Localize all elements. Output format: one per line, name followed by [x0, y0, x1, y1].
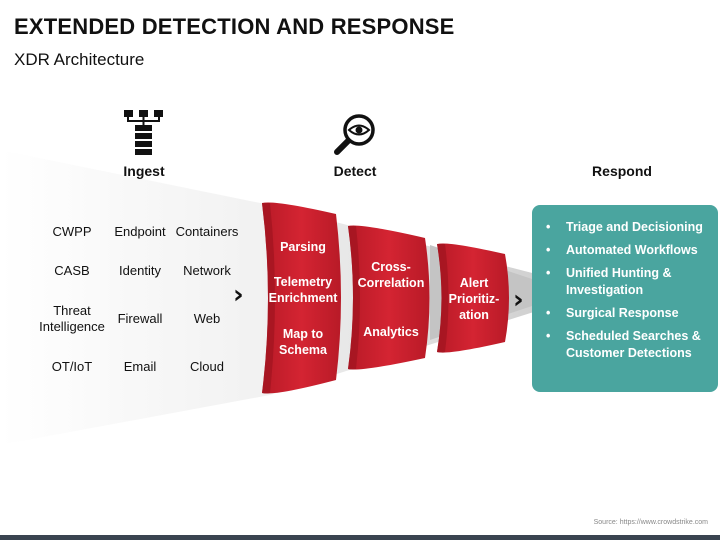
source-web: Web — [193, 311, 221, 326]
segment-telemetry-label: Telemetry Enrichment — [268, 275, 338, 305]
respond-item: •Surgical Response — [546, 306, 679, 320]
segment-prioritization-label: Alert Prioritiz-ation — [448, 276, 500, 322]
ingest-label: Ingest — [123, 163, 165, 179]
source-network: Network — [183, 263, 231, 278]
source-identity: Identity — [119, 263, 161, 278]
source-endpoint: Endpoint — [114, 224, 166, 239]
respond-panel: •Triage and Decisioning •Automated Workf… — [532, 205, 718, 392]
source-firewall: Firewall — [117, 311, 163, 326]
source-cwpp: CWPP — [52, 224, 92, 239]
page-subtitle: XDR Architecture — [14, 50, 145, 69]
source-casb: CASB — [54, 263, 90, 278]
segment-parsing-label: Parsing — [280, 240, 326, 254]
respond-item: •Triage and Decisioning — [546, 220, 703, 234]
source-ot-iot: OT/IoT — [51, 359, 93, 374]
respond-item: •Automated Workflows — [546, 243, 698, 257]
segment-prioritization — [437, 243, 509, 353]
bottom-bar — [0, 535, 720, 540]
segment-analytics-label: Analytics — [363, 325, 419, 339]
segment-correlation — [348, 225, 430, 370]
source-email: Email — [123, 359, 157, 374]
respond-item: •Scheduled Searches & Customer Detection… — [546, 329, 701, 360]
page-title: EXTENDED DETECTION AND RESPONSE — [14, 14, 455, 39]
source-cloud: Cloud — [190, 359, 224, 374]
respond-label: Respond — [592, 163, 652, 179]
magnifier-eye-icon — [334, 114, 375, 155]
detect-label: Detect — [333, 163, 377, 179]
segment-correlation-label: Cross-Correlation — [357, 260, 425, 290]
respond-list: •Triage and Decisioning •Automated Workf… — [532, 205, 718, 362]
source-note: Source: https://www.crowdstrike.com — [593, 519, 708, 526]
segment-map-label: Map to Schema — [279, 327, 327, 357]
chevron-right-icon: › — [233, 280, 244, 310]
respond-item: •Unified Hunting & Investigation — [546, 266, 672, 297]
segment-parsing — [262, 202, 341, 394]
source-threat-intelligence: Threat Intelligence — [39, 303, 105, 334]
chevron-right-icon: › — [513, 285, 524, 315]
network-hierarchy-icon — [124, 110, 163, 155]
source-containers: Containers — [175, 224, 239, 239]
